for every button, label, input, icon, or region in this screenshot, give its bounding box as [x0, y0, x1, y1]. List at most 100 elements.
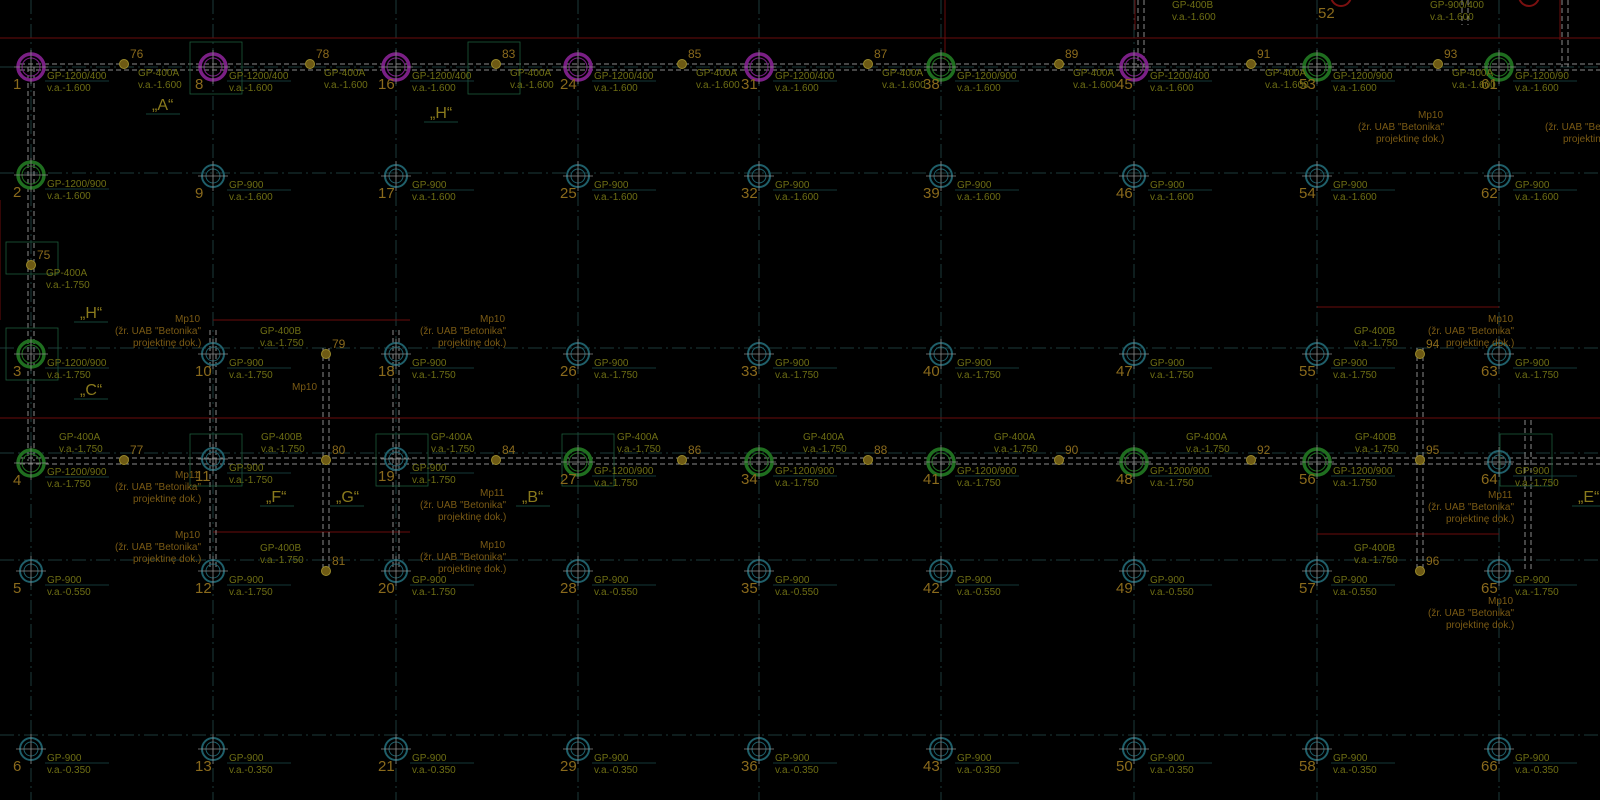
small-pile-dot	[321, 566, 331, 576]
note-line: (žr. UAB "Betonika"	[115, 482, 201, 493]
pile-type-label: GP-900	[1333, 575, 1368, 586]
detail-box	[189, 41, 243, 95]
note-line: projektinę dok.)	[438, 338, 506, 349]
pile-number: 93	[1444, 47, 1458, 61]
pile-type-label: GP-1200/900	[47, 179, 107, 190]
pile-elevation-label: v.a.-1.600	[594, 83, 638, 94]
pile-type-label: GP-900	[229, 358, 264, 369]
pile-elevation-label: v.a.-1.600	[412, 192, 456, 203]
pile-elevation-label: v.a.-0.350	[1150, 765, 1194, 776]
section-mark-label: „G“	[336, 489, 359, 506]
small-pile-dot	[26, 260, 36, 270]
pile-number: 92	[1257, 443, 1271, 457]
pile-type-label: GP-400A	[617, 432, 658, 443]
small-pile-dot	[491, 455, 501, 465]
pile-elevation-label: v.a.-1.750	[617, 444, 661, 455]
note-line: projektinę dok.)	[1563, 134, 1600, 145]
section-mark-E: „E“	[1572, 489, 1600, 507]
pile-elevation-label: v.a.-0.350	[412, 765, 456, 776]
note-line: projektinę dok.)	[133, 338, 201, 349]
pile-elevation-label: v.a.-1.750	[412, 587, 456, 598]
pile-type-label: GP-400B	[1172, 0, 1213, 11]
pile-type-label: GP-400B	[1354, 543, 1395, 554]
pile-elevation-label: v.a.-1.750	[47, 370, 91, 381]
pile-elevation-label: v.a.-0.350	[594, 765, 638, 776]
pile-number: 61	[1481, 76, 1498, 93]
section-mark-label: „B“	[522, 489, 543, 506]
note-line: Mp10	[1418, 110, 1443, 121]
note-line: projektinę dok.)	[1446, 514, 1514, 525]
note-n2: Mp10(žr. UAB "Betonika"projektinę dok.)	[420, 314, 506, 349]
pile-type-label: GP-900	[1333, 753, 1368, 764]
pile-type-label: GP-900	[957, 753, 992, 764]
pile-elevation-label: v.a.-1.600	[412, 83, 456, 94]
note-line: (žr. UAB "Betonika"	[1428, 502, 1514, 513]
note-line: Mp11	[1488, 490, 1513, 501]
pile-elevation-label: v.a.-1.600	[1515, 83, 1559, 94]
pile-elevation-label: v.a.-1.600	[1430, 12, 1474, 23]
pile-type-label: GP-900/400	[1430, 0, 1484, 11]
pile-number: 84	[502, 443, 516, 457]
pile-elevation-label: v.a.-1.750	[994, 444, 1038, 455]
pile-elevation-label: v.a.-1.750	[412, 475, 456, 486]
pile-elevation-label: v.a.-1.600	[1452, 80, 1496, 91]
detail-box	[5, 241, 59, 275]
reinforcement-notes: Mp10(žr. UAB "Betonika"projektinę dok.)M…	[115, 110, 1600, 631]
pile-type-label: GP-1200/900	[957, 466, 1017, 477]
pile-elevation-label: v.a.-1.600	[1073, 80, 1117, 91]
note-line: Mp11	[480, 488, 505, 499]
pile-number: 16	[378, 76, 395, 93]
pile-elevation-label: v.a.-1.750	[803, 444, 847, 455]
section-mark-G: „G“	[330, 489, 364, 507]
pile-elevation-label: v.a.-1.750	[1515, 478, 1559, 489]
pile-type-label: GP-400A	[1186, 432, 1227, 443]
pile-type-label: GP-400A	[59, 432, 100, 443]
pile-elevation-label: v.a.-1.600	[229, 83, 273, 94]
pile-elevation-label: v.a.-1.600	[696, 80, 740, 91]
pile-number: 75	[37, 248, 51, 262]
pile-elevation-label: v.a.-0.350	[47, 765, 91, 776]
pile-type-label: GP-1200/900	[47, 358, 107, 369]
pile-type-label: GP-900	[957, 180, 992, 191]
pile-type-label: GP-1200/900	[1150, 466, 1210, 477]
pile-type-label: GP-1200/400	[229, 71, 289, 82]
pile-number: 57	[1299, 580, 1316, 597]
pile-elevation-label: v.a.-1.750	[1333, 478, 1377, 489]
pile-elevation-label: v.a.-1.750	[957, 370, 1001, 381]
pile-number: 4	[13, 472, 21, 489]
pile-number: 76	[130, 47, 144, 61]
pile-type-label: GP-900	[594, 575, 629, 586]
detail-box	[189, 433, 243, 487]
note-n5: Mp11(žr. UAB "Betonika"projektinę dok.)	[420, 488, 506, 523]
pile-column-61: 61 GP-1200/90v.a.-1.600	[1481, 50, 1577, 94]
leader-lines	[5, 41, 1553, 487]
pile-number: 10	[195, 363, 212, 380]
pile-number: 6	[13, 758, 21, 775]
note-line: (žr. UAB "Betonika"	[1545, 122, 1600, 133]
note-line: Mp10	[480, 540, 505, 551]
pile-number: 96	[1426, 554, 1440, 568]
pile-elevation-label: v.a.-0.550	[957, 587, 1001, 598]
pile-number: 9	[195, 185, 203, 202]
pile-elevation-label: v.a.-0.350	[1333, 765, 1377, 776]
note-n3: Mp10	[292, 382, 317, 393]
pile-type-label: GP-1200/90	[1515, 71, 1569, 82]
pile-number: 77	[130, 443, 144, 457]
section-mark-H1: „H“	[424, 105, 458, 123]
